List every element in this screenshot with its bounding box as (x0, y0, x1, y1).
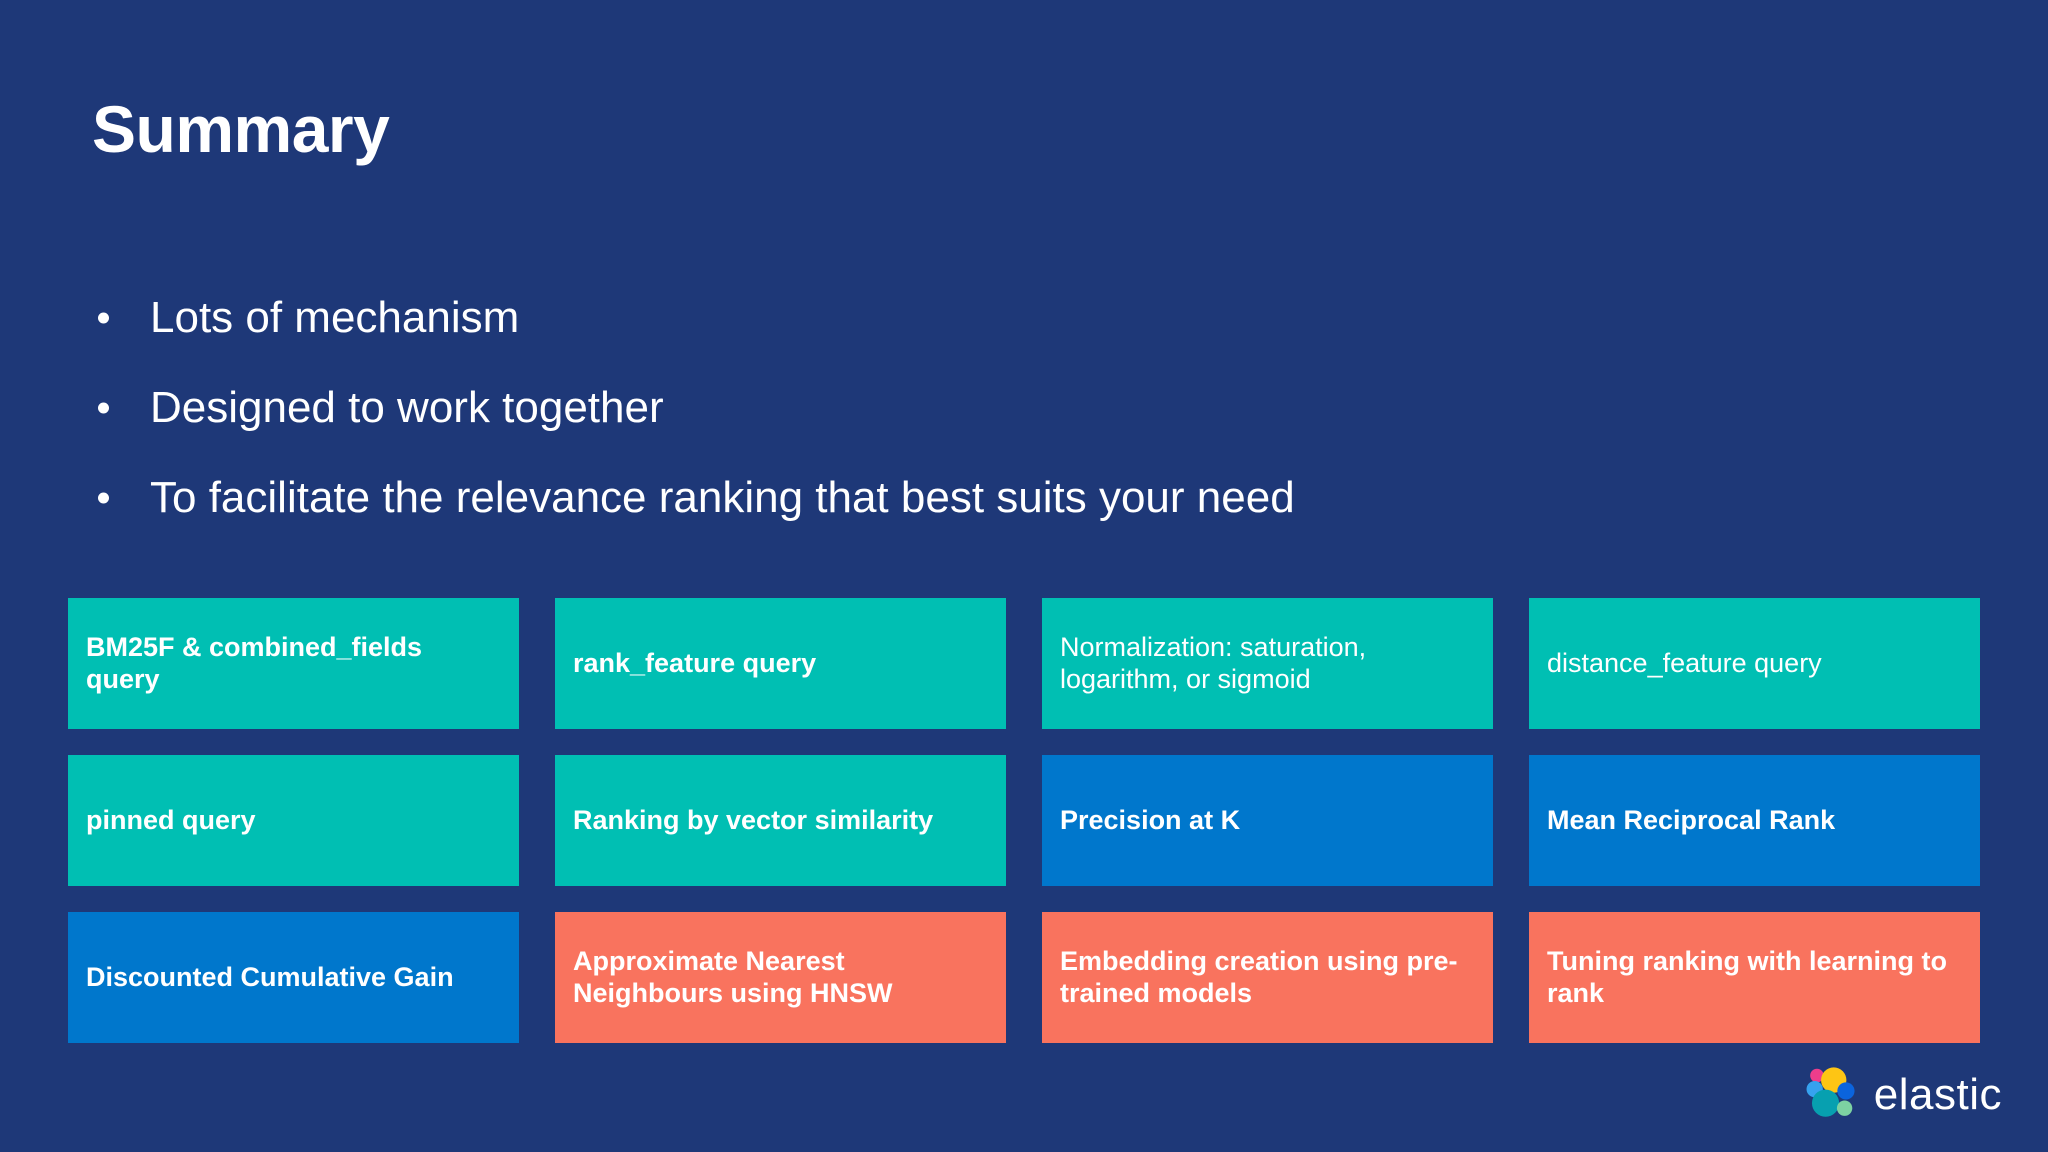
topic-tile: BM25F & combined_fields query (68, 598, 519, 729)
topic-tile: Ranking by vector similarity (555, 755, 1006, 886)
bullet-dot-icon (98, 402, 109, 414)
topic-tile-label: distance_feature query (1547, 647, 1822, 678)
topic-tile-label: Embedding creation using pre-trained mod… (1060, 946, 1458, 1008)
topic-tile: Tuning ranking with learning to rank (1529, 912, 1980, 1043)
list-item: Lots of mechanism (92, 296, 1792, 340)
topic-tile-label: pinned query (86, 804, 256, 835)
page-title: Summary (92, 92, 390, 166)
topic-tile-label: BM25F & combined_fields query (86, 632, 423, 694)
list-item-label: To facilitate the relevance ranking that… (150, 473, 1295, 522)
topic-tile: Mean Reciprocal Rank (1529, 755, 1980, 886)
topic-tile: Discounted Cumulative Gain (68, 912, 519, 1043)
bullet-list: Lots of mechanism Designed to work toget… (92, 296, 1792, 566)
topic-tile-grid: BM25F & combined_fields query rank_featu… (68, 598, 1980, 1043)
topic-tile-label: Ranking by vector similarity (573, 804, 934, 835)
list-item: To facilitate the relevance ranking that… (92, 476, 1792, 520)
list-item: Designed to work together (92, 386, 1792, 430)
topic-tile: rank_feature query (555, 598, 1006, 729)
topic-tile-label: Normalization: saturation, logarithm, or… (1060, 632, 1367, 694)
elastic-logo-icon (1802, 1066, 1860, 1124)
list-item-label: Lots of mechanism (150, 293, 520, 342)
topic-tile: distance_feature query (1529, 598, 1980, 729)
bullet-dot-icon (98, 492, 109, 504)
topic-tile-label: Precision at K (1060, 804, 1241, 835)
elastic-logo: elastic (1802, 1066, 2002, 1124)
topic-tile-label: rank_feature query (573, 647, 817, 678)
bullet-dot-icon (98, 312, 109, 324)
topic-tile-label: Tuning ranking with learning to rank (1547, 946, 1947, 1008)
topic-tile: pinned query (68, 755, 519, 886)
list-item-label: Designed to work together (150, 383, 664, 432)
topic-tile: Embedding creation using pre-trained mod… (1042, 912, 1493, 1043)
topic-tile-label: Discounted Cumulative Gain (86, 961, 454, 992)
topic-tile-label: Mean Reciprocal Rank (1547, 804, 1836, 835)
elastic-logo-text: elastic (1873, 1070, 2002, 1119)
topic-tile: Approximate Nearest Neighbours using HNS… (555, 912, 1006, 1043)
topic-tile-label: Approximate Nearest Neighbours using HNS… (573, 946, 893, 1008)
topic-tile: Precision at K (1042, 755, 1493, 886)
topic-tile: Normalization: saturation, logarithm, or… (1042, 598, 1493, 729)
